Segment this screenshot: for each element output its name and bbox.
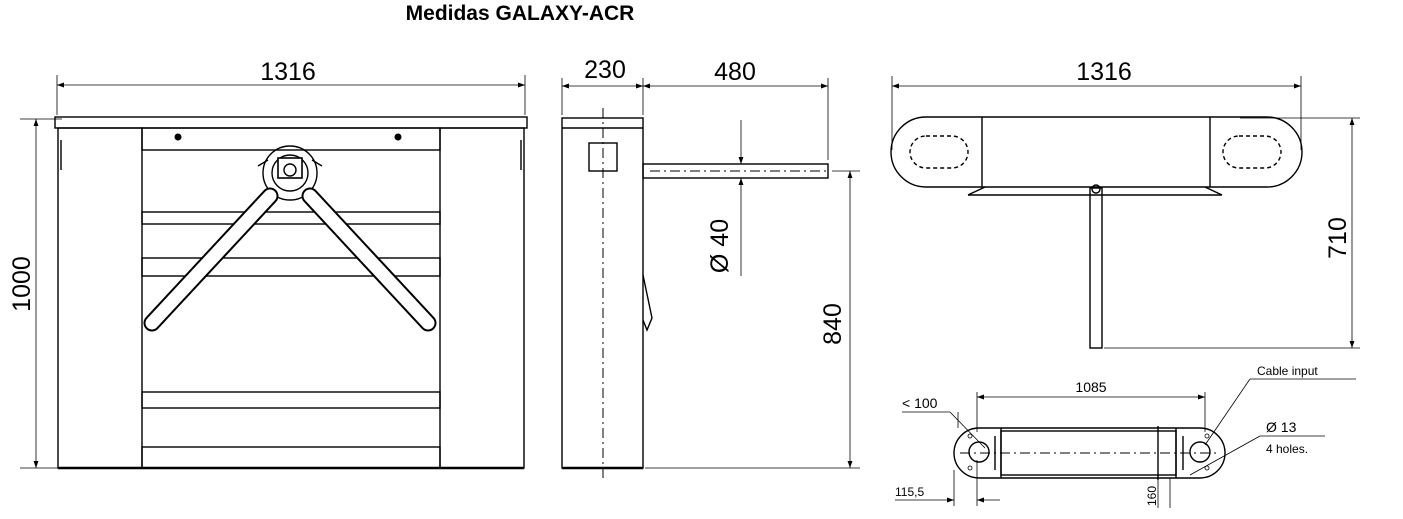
base-view: 1085 < 100 115,5 160 Cable input (895, 364, 1356, 508)
hole-diameter-label: Ø 13 (1266, 419, 1297, 435)
rotor-hub (257, 145, 323, 201)
hole-spacing-label: 1085 (1075, 379, 1106, 395)
arm-height-label: 840 (819, 303, 847, 345)
top-view: 1316 710 (890, 58, 1360, 349)
tripod-arms (143, 187, 437, 332)
top-left-reader (909, 135, 969, 169)
base-depth-label: 160 (1145, 486, 1159, 506)
side-arm (642, 163, 829, 179)
holes-count-label: 4 holes. (1266, 442, 1308, 456)
front-view: 1316 1000 (8, 58, 528, 470)
front-left-housing (57, 127, 143, 469)
arm-extent-label: 710 (1324, 217, 1352, 259)
right-cable-hole (1189, 441, 1211, 463)
front-top-cover (54, 116, 528, 129)
top-arm (1089, 187, 1103, 349)
side-depth-label: 230 (584, 56, 626, 84)
base-body (953, 427, 1226, 479)
left-cable-hole (968, 441, 990, 463)
left-offset-label: < 100 (902, 395, 938, 411)
edge-offset-label: 115,5 (895, 485, 924, 499)
top-body (890, 116, 1303, 188)
cable-input-label: Cable input (1257, 364, 1318, 378)
side-view: 230 480 Ø 40 840 (561, 56, 860, 478)
page-title: Medidas GALAXY-ACR (405, 2, 635, 25)
top-right-reader (1222, 135, 1282, 169)
arm-diameter-label: Ø 40 (706, 219, 734, 273)
front-width-label: 1316 (260, 58, 316, 86)
front-right-housing (439, 127, 525, 469)
top-width-label: 1316 (1076, 58, 1132, 86)
front-height-label: 1000 (8, 256, 36, 312)
side-arm-length-label: 480 (714, 58, 756, 86)
